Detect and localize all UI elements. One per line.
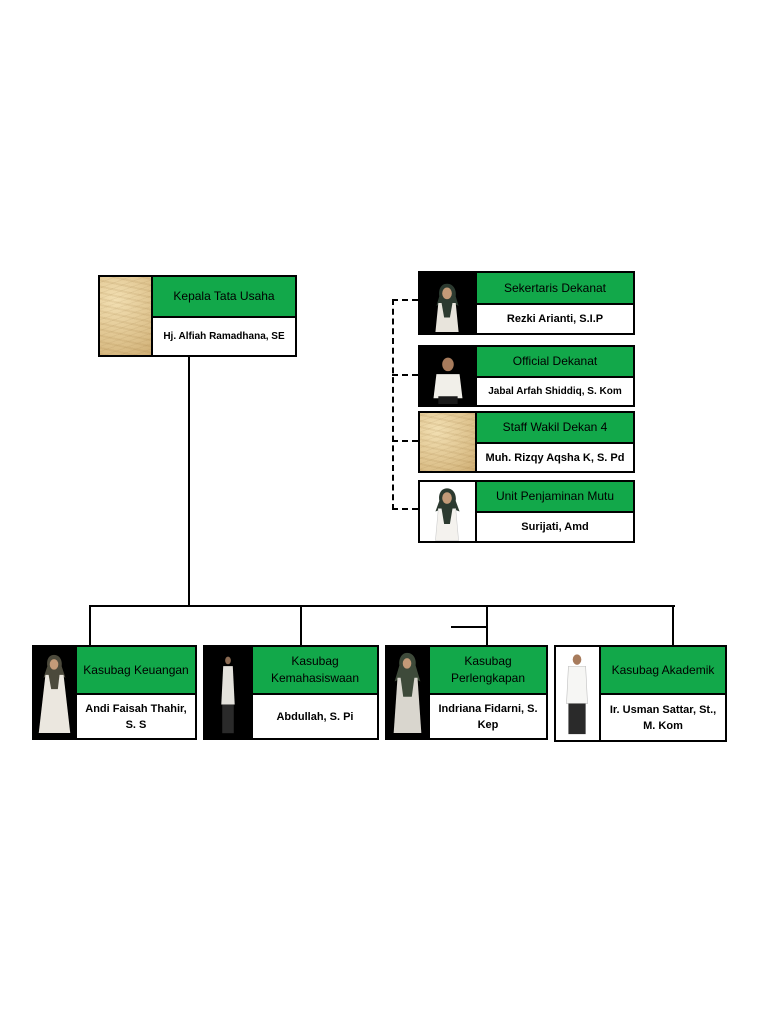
kasubag-name: Abdullah, S. Pi [253, 695, 377, 738]
kasubag-info: Kasubag Kemahasiswaan Abdullah, S. Pi [253, 647, 377, 738]
placeholder-photo [100, 277, 153, 355]
person-photo [420, 347, 477, 405]
staff-info: Sekertaris Dekanat Rezki Arianti, S.I.P [477, 273, 633, 333]
staff-name: Rezki Arianti, S.I.P [477, 305, 633, 333]
staff-title: Sekertaris Dekanat [477, 273, 633, 305]
staff-name: Jabal Arfah Shiddiq, S. Kom [477, 378, 633, 405]
staff-info: Unit Penjaminan Mutu Surijati, Amd [477, 482, 633, 541]
person-hijab-icon [393, 652, 422, 734]
staff-card-penjaminan-mutu: Unit Penjaminan Mutu Surijati, Amd [418, 480, 635, 543]
person-photo [387, 647, 430, 738]
staff-card-official: Official Dekanat Jabal Arfah Shiddiq, S.… [418, 345, 635, 407]
kepala-info: Kepala Tata Usaha Hj. Alfiah Ramadhana, … [153, 277, 295, 355]
kepala-vertical-connector [188, 356, 190, 606]
person-photo [34, 647, 77, 738]
kasubag-title: Kasubag Akademik [601, 647, 725, 695]
kasubag-info: Kasubag Perlengkapan Indriana Fidarni, S… [430, 647, 546, 738]
branch-horizontal-connector [89, 605, 675, 607]
kasubag-name: Andi Faisah Thahir, S. S [77, 695, 195, 738]
placeholder-photo [420, 413, 477, 471]
kasubag-title: Kasubag Keuangan [77, 647, 195, 695]
person-photo [205, 647, 253, 738]
staff-dashed-branch-2 [392, 374, 418, 376]
kasubag-name: Indriana Fidarni, S. Kep [430, 695, 546, 738]
branch-drop-3 [486, 605, 488, 645]
kasubag-info: Kasubag Akademik Ir. Usman Sattar, St., … [601, 647, 725, 740]
short-dash-mark [451, 626, 486, 628]
person-photo [556, 647, 601, 740]
staff-title: Unit Penjaminan Mutu [477, 482, 633, 513]
staff-name: Surijati, Amd [477, 513, 633, 541]
branch-drop-2 [300, 605, 302, 645]
kepala-card: Kepala Tata Usaha Hj. Alfiah Ramadhana, … [98, 275, 297, 357]
staff-dashed-branch-1 [392, 299, 418, 301]
staff-dashed-branch-4 [392, 508, 418, 510]
kasubag-title: Kasubag Kemahasiswaan [253, 647, 377, 695]
kepala-title: Kepala Tata Usaha [153, 277, 295, 318]
person-hijab-icon [435, 283, 459, 332]
staff-dashed-spine [392, 299, 394, 510]
person-photo [420, 273, 477, 333]
staff-info: Staff Wakil Dekan 4 Muh. Rizqy Aqsha K, … [477, 413, 633, 471]
kasubag-card-akademik: Kasubag Akademik Ir. Usman Sattar, St., … [554, 645, 727, 742]
branch-drop-4 [672, 605, 674, 645]
staff-info: Official Dekanat Jabal Arfah Shiddiq, S.… [477, 347, 633, 405]
person-hijab-icon [435, 488, 460, 541]
person-male-icon [221, 656, 235, 734]
kepala-name: Hj. Alfiah Ramadhana, SE [153, 318, 295, 355]
staff-name: Muh. Rizqy Aqsha K, S. Pd [477, 444, 633, 471]
kasubag-info: Kasubag Keuangan Andi Faisah Thahir, S. … [77, 647, 195, 738]
kasubag-card-keuangan: Kasubag Keuangan Andi Faisah Thahir, S. … [32, 645, 197, 740]
kasubag-name: Ir. Usman Sattar, St., M. Kom [601, 695, 725, 740]
kasubag-title: Kasubag Perlengkapan [430, 647, 546, 695]
person-hijab-icon [38, 654, 71, 734]
staff-dashed-branch-3 [392, 440, 418, 442]
staff-card-wakil-dekan: Staff Wakil Dekan 4 Muh. Rizqy Aqsha K, … [418, 411, 635, 473]
kasubag-card-perlengkapan: Kasubag Perlengkapan Indriana Fidarni, S… [385, 645, 548, 740]
branch-drop-1 [89, 605, 91, 645]
person-male-icon [566, 654, 588, 735]
staff-card-sekertaris: Sekertaris Dekanat Rezki Arianti, S.I.P [418, 271, 635, 335]
staff-title: Staff Wakil Dekan 4 [477, 413, 633, 444]
person-male-icon [433, 357, 463, 404]
person-photo [420, 482, 477, 541]
staff-title: Official Dekanat [477, 347, 633, 378]
kasubag-card-kemahasiswaan: Kasubag Kemahasiswaan Abdullah, S. Pi [203, 645, 379, 740]
